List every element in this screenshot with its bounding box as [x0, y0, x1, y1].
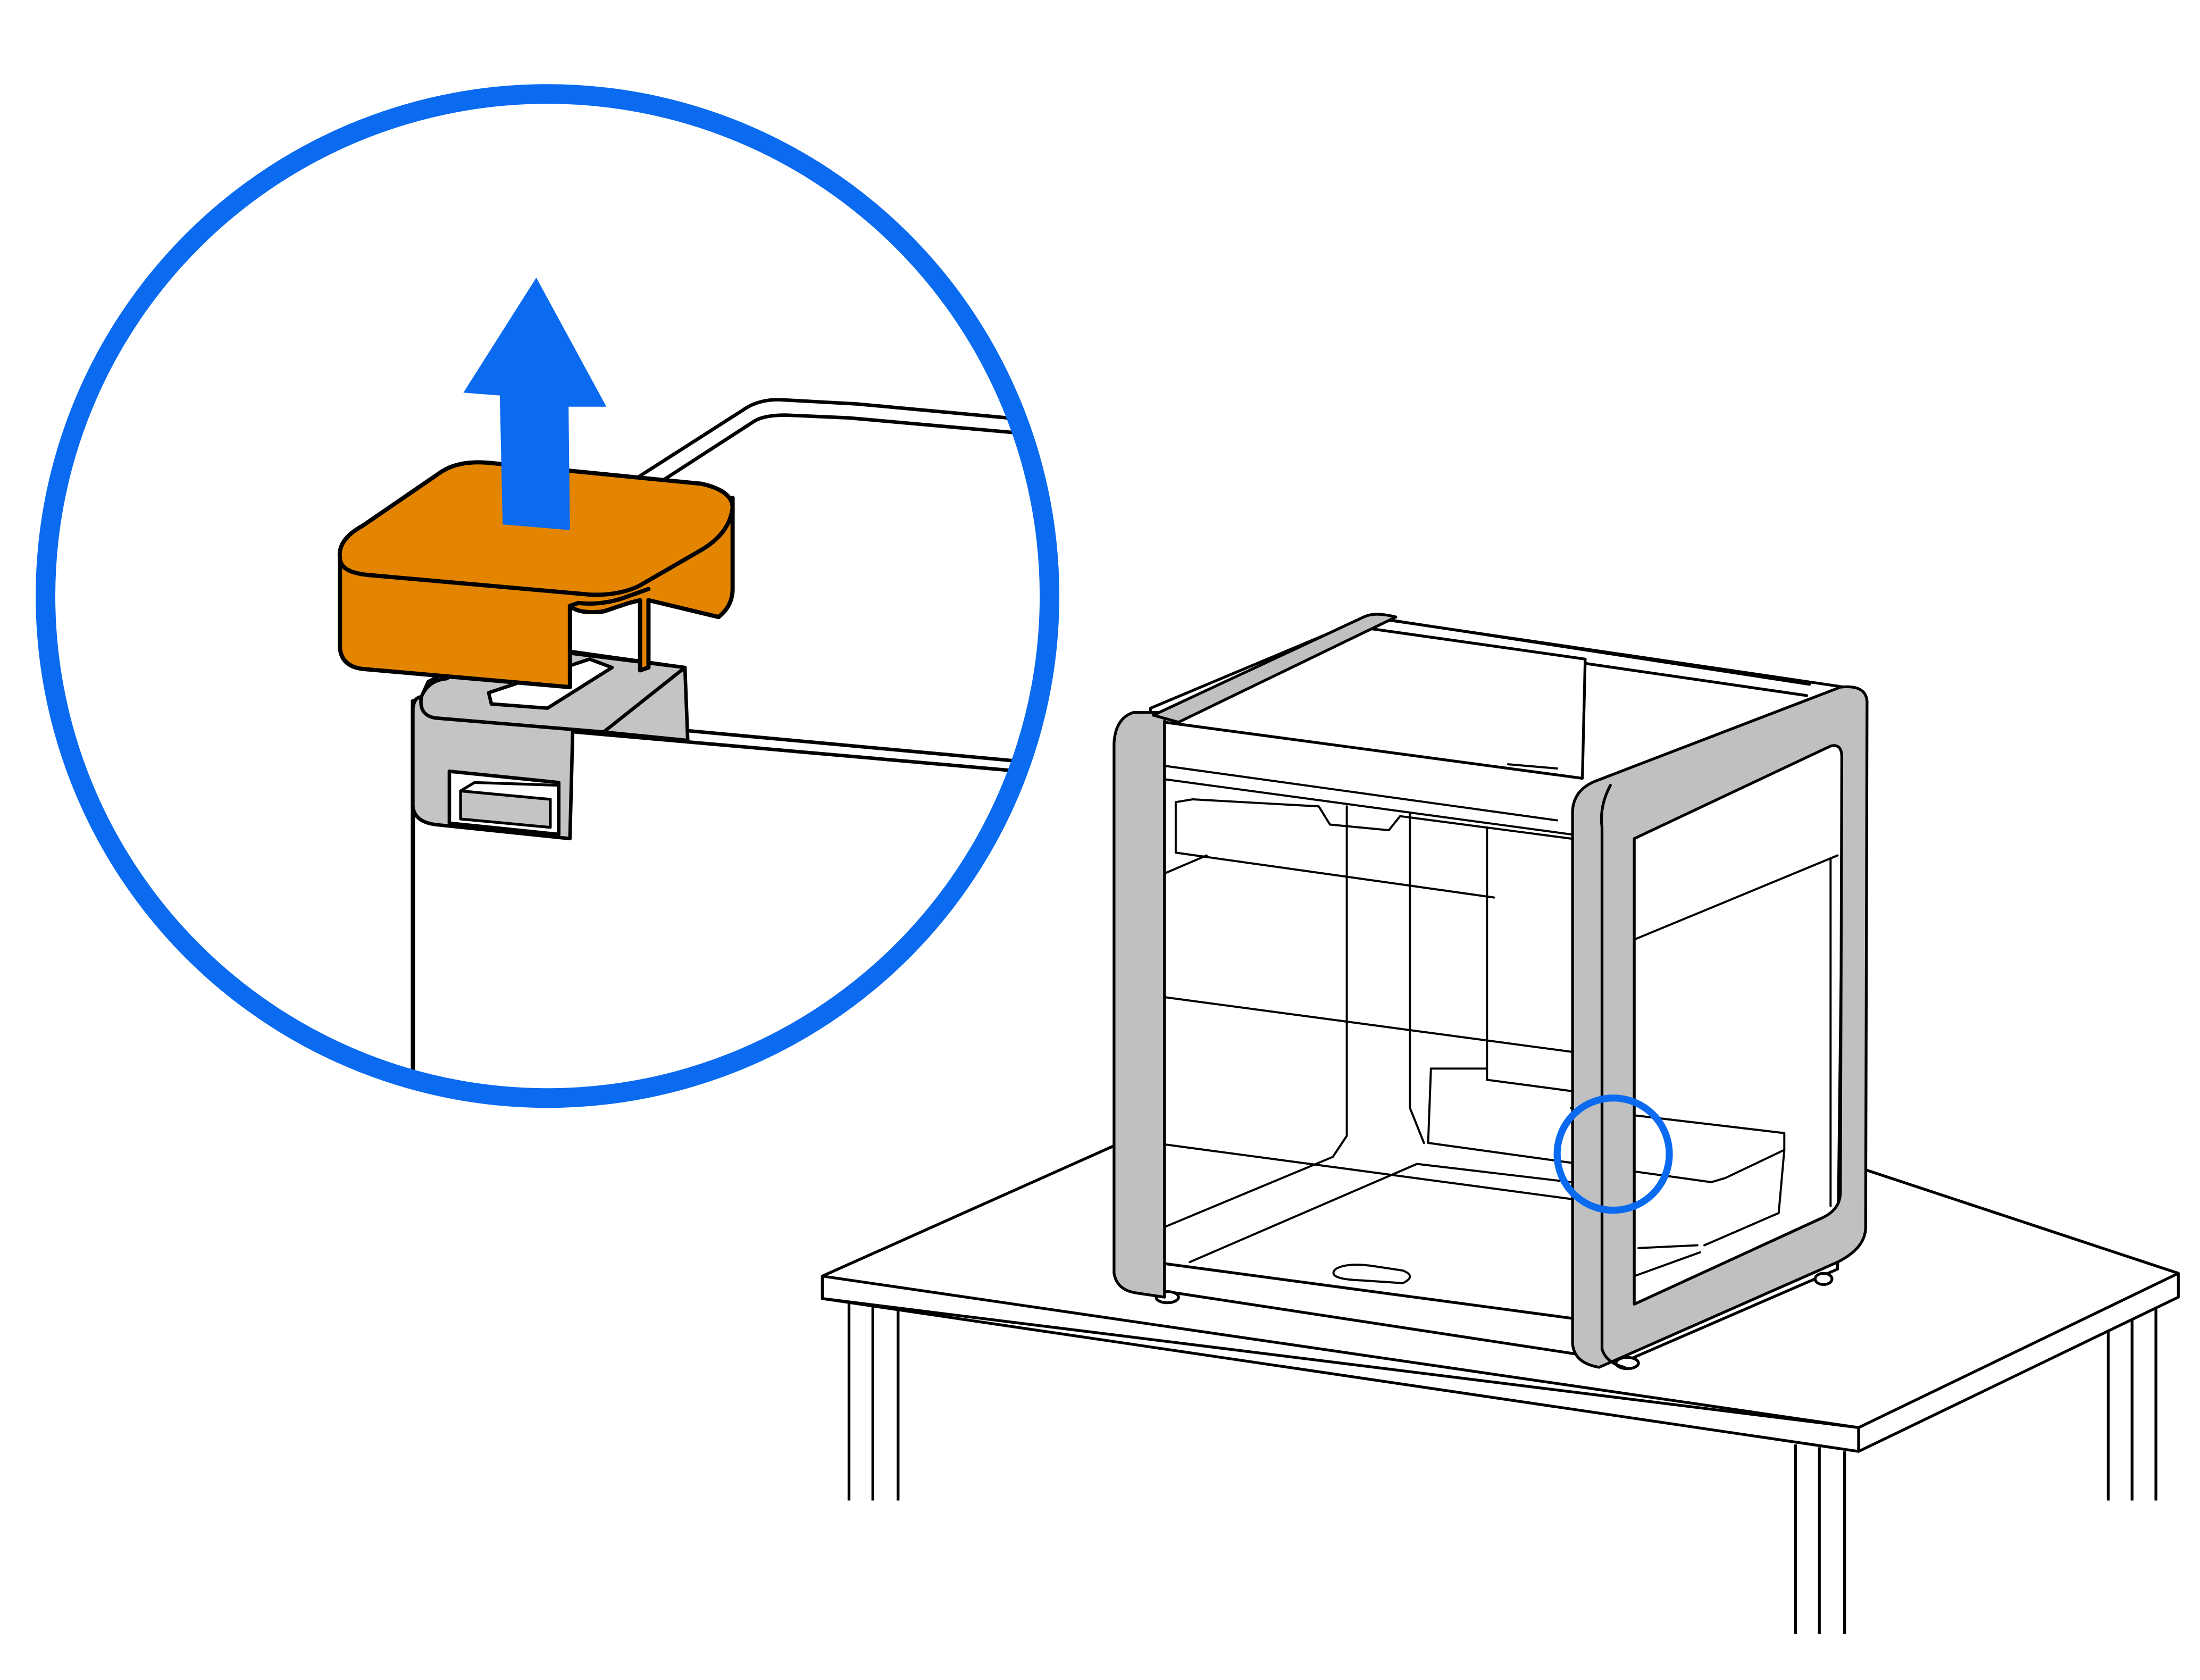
base-strip: [1152, 1260, 1573, 1320]
printer-enclosure: [1112, 613, 1869, 1370]
magnifier-circle: [36, 84, 1060, 1108]
zoom-top-rails: [637, 398, 1040, 484]
small-circle-marker: [1553, 1094, 1673, 1214]
arrow-up-icon: [463, 278, 607, 530]
orange-cap: [337, 460, 735, 690]
table-legs: [847, 1297, 2157, 1634]
